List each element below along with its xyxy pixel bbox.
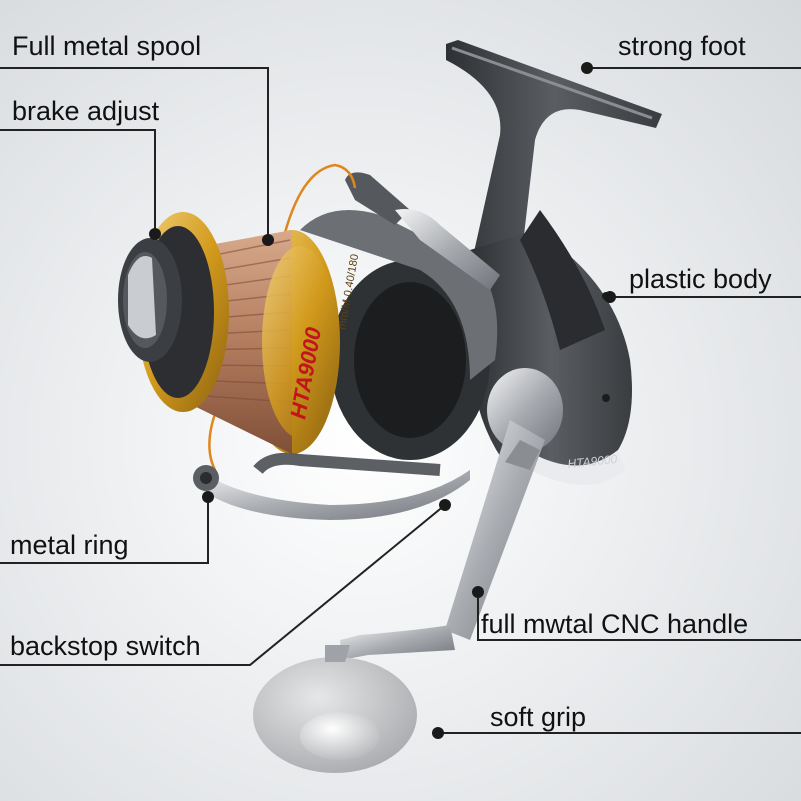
callout-dot-spool [262,234,274,246]
callout-line-ring [0,497,209,564]
drag-knob [118,238,182,362]
label-soft-grip: soft grip [490,702,587,732]
callout-line-brake [0,129,156,232]
callout-dot-backstop [439,499,451,511]
callout-dots [149,62,616,739]
reel-rotor [300,172,500,460]
callout-dot-brake [149,228,161,240]
callout-line-handle [477,592,801,641]
callout-dot-handle [472,586,484,598]
body-model-text: HTA9000 [567,452,618,471]
callout-dot-body [604,291,616,303]
callout-lines [0,67,801,734]
grip-knob [253,645,417,773]
label-full-metal-handle: full mwtal CNC handle [481,609,749,639]
callout-dot-ring [202,491,214,503]
reel-foot [446,40,662,270]
label-strong-foot: strong foot [618,31,746,61]
label-full-metal-spool: Full metal spool [12,31,202,61]
handle [340,368,563,660]
label-metal-ring: metal ring [10,530,129,560]
label-backstop-switch: backstop switch [10,631,201,661]
callout-line-backstop [0,504,446,666]
callout-dot-grip [432,727,444,739]
bail-arm [193,452,470,520]
label-brake-adjust: brake adjust [12,96,160,126]
callout-line-spool [0,67,269,240]
callout-dot-foot [581,62,593,74]
label-plastic-body: plastic body [629,264,772,294]
